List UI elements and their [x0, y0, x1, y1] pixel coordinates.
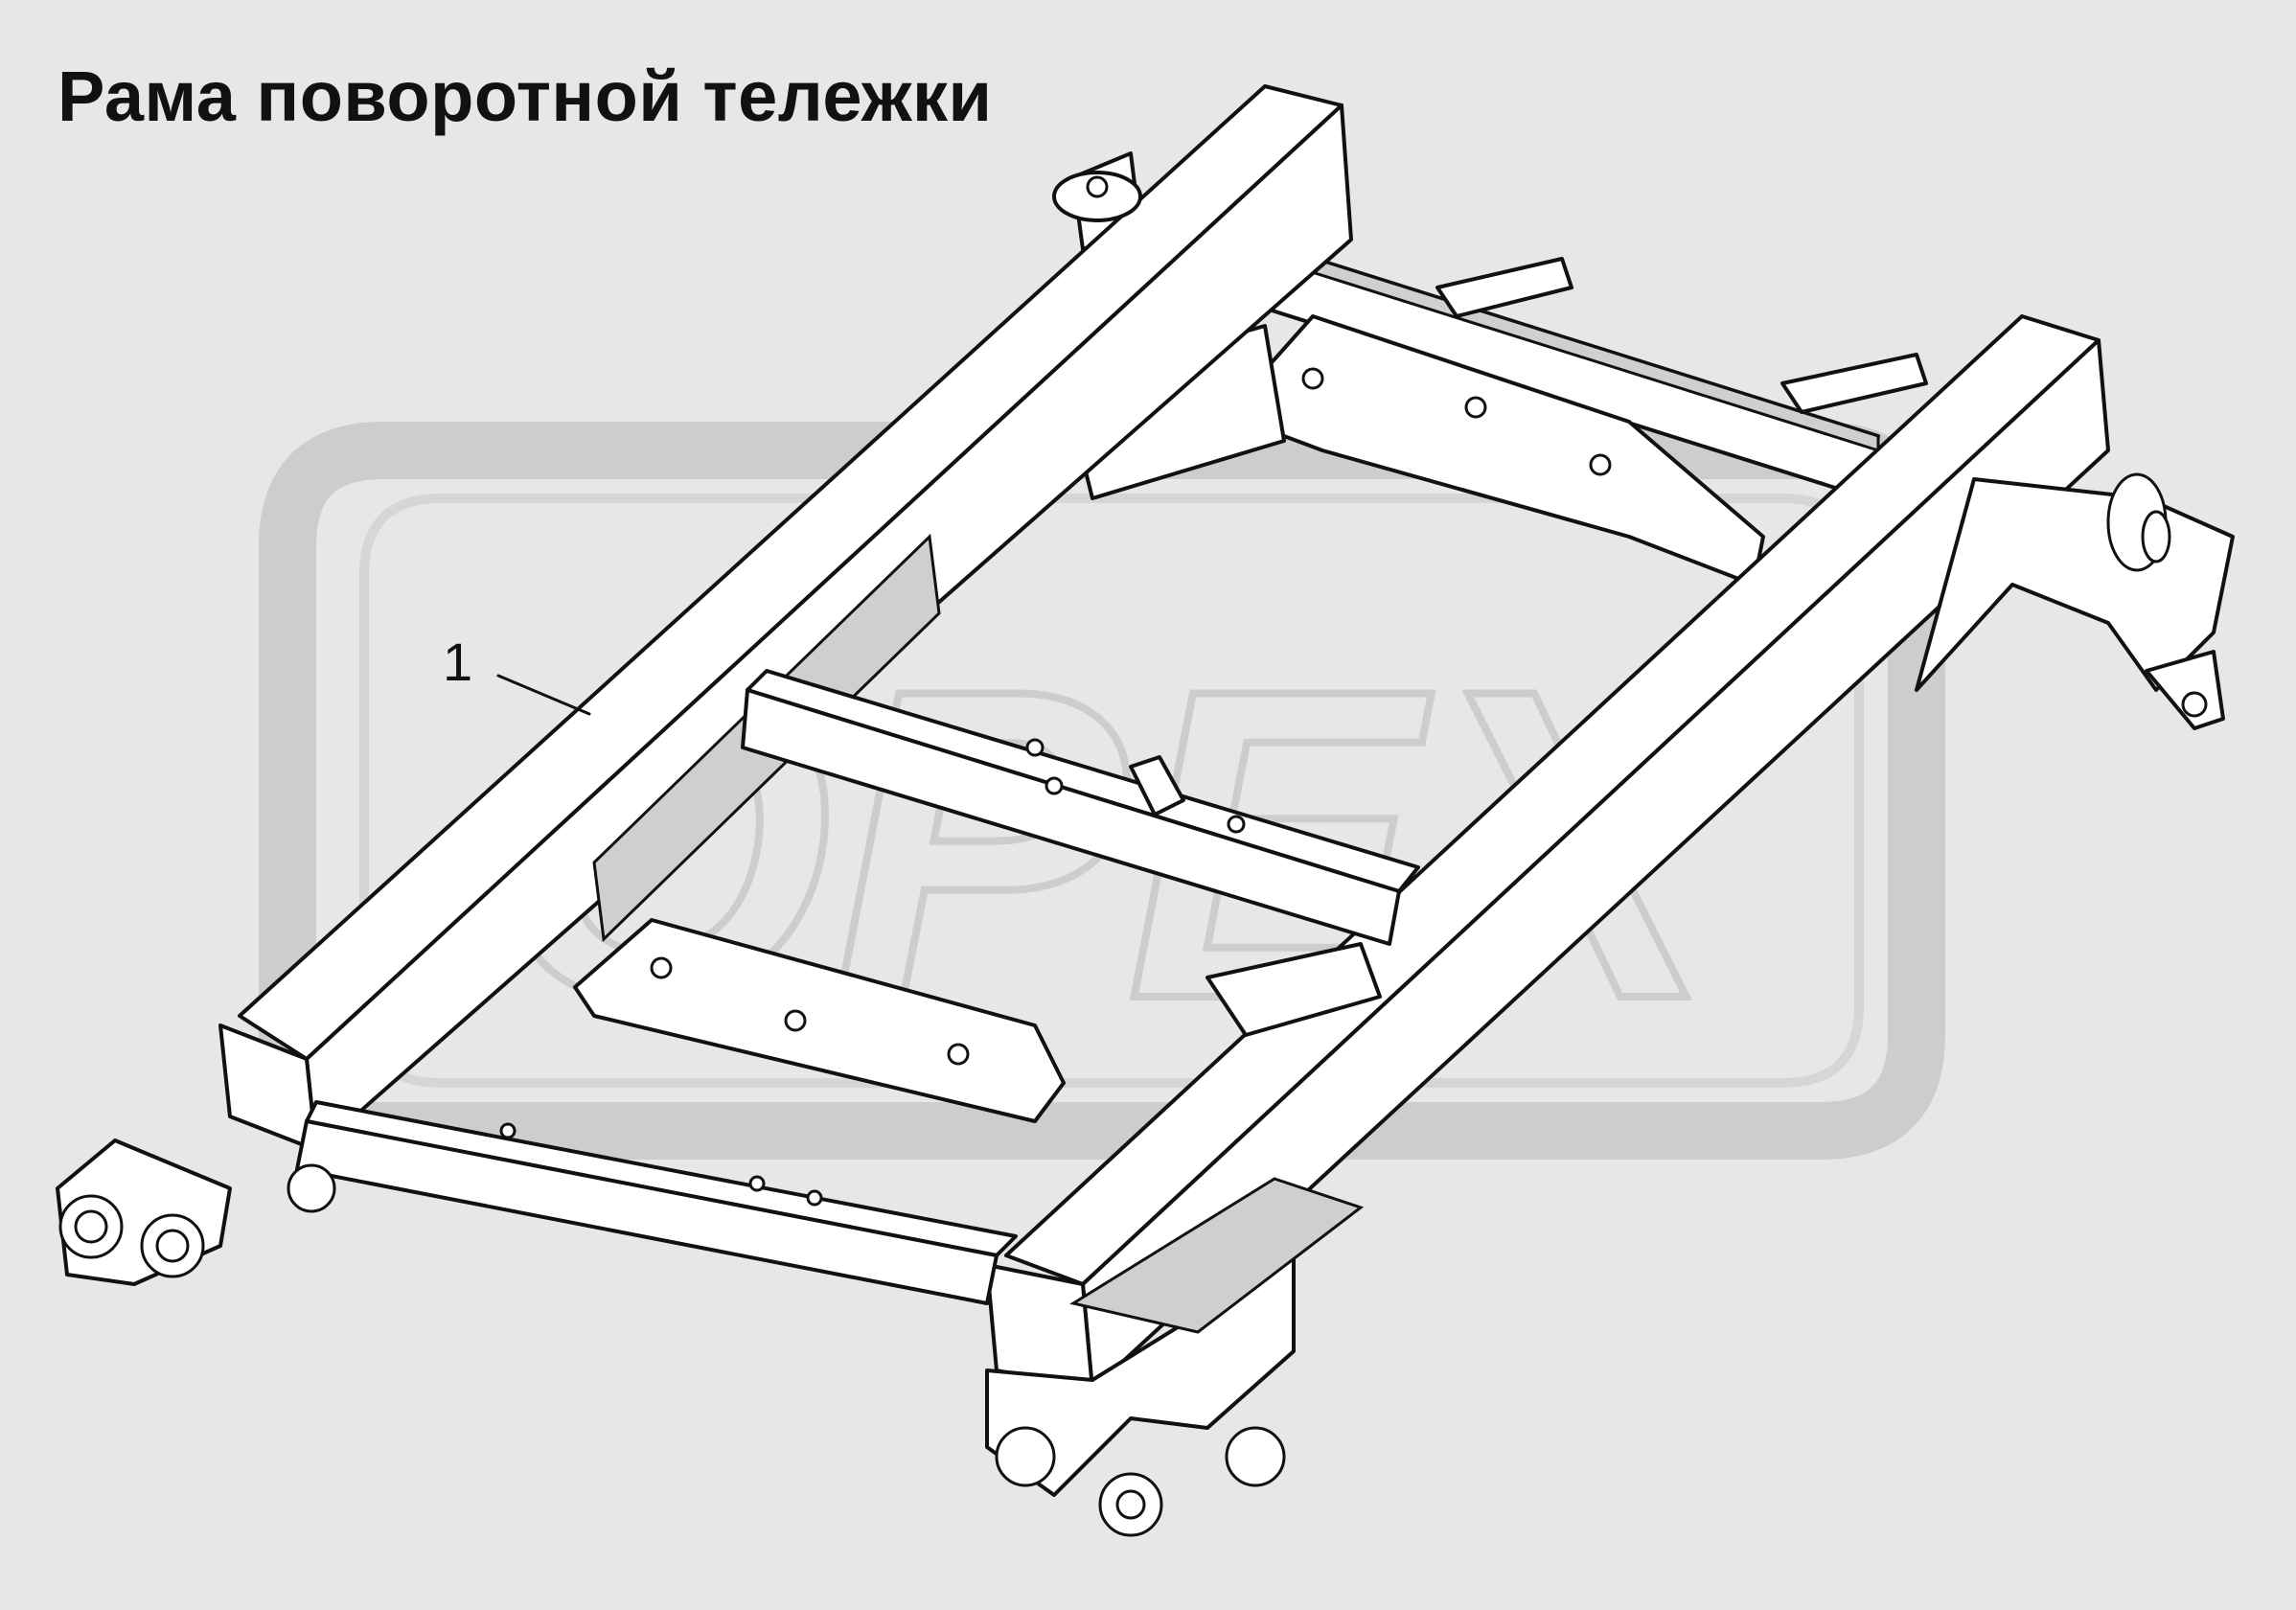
- callout-1-label: 1: [443, 632, 472, 692]
- rear-right-pivot: [1915, 472, 2235, 730]
- front-cross-member: [295, 1100, 1018, 1305]
- rear-left-bearing: [1052, 171, 1142, 222]
- page-title: Рама поворотной тележки: [57, 57, 993, 136]
- callout-1-leader: [496, 674, 591, 716]
- callout-1: 1: [443, 632, 591, 716]
- right-longitudinal-beam: [985, 314, 2110, 1392]
- lower-brackets: [573, 918, 1382, 1123]
- front-right-lugs: [985, 1177, 1365, 1537]
- middle-cross-tube: [741, 669, 1420, 946]
- front-left-lugs: [56, 1138, 336, 1286]
